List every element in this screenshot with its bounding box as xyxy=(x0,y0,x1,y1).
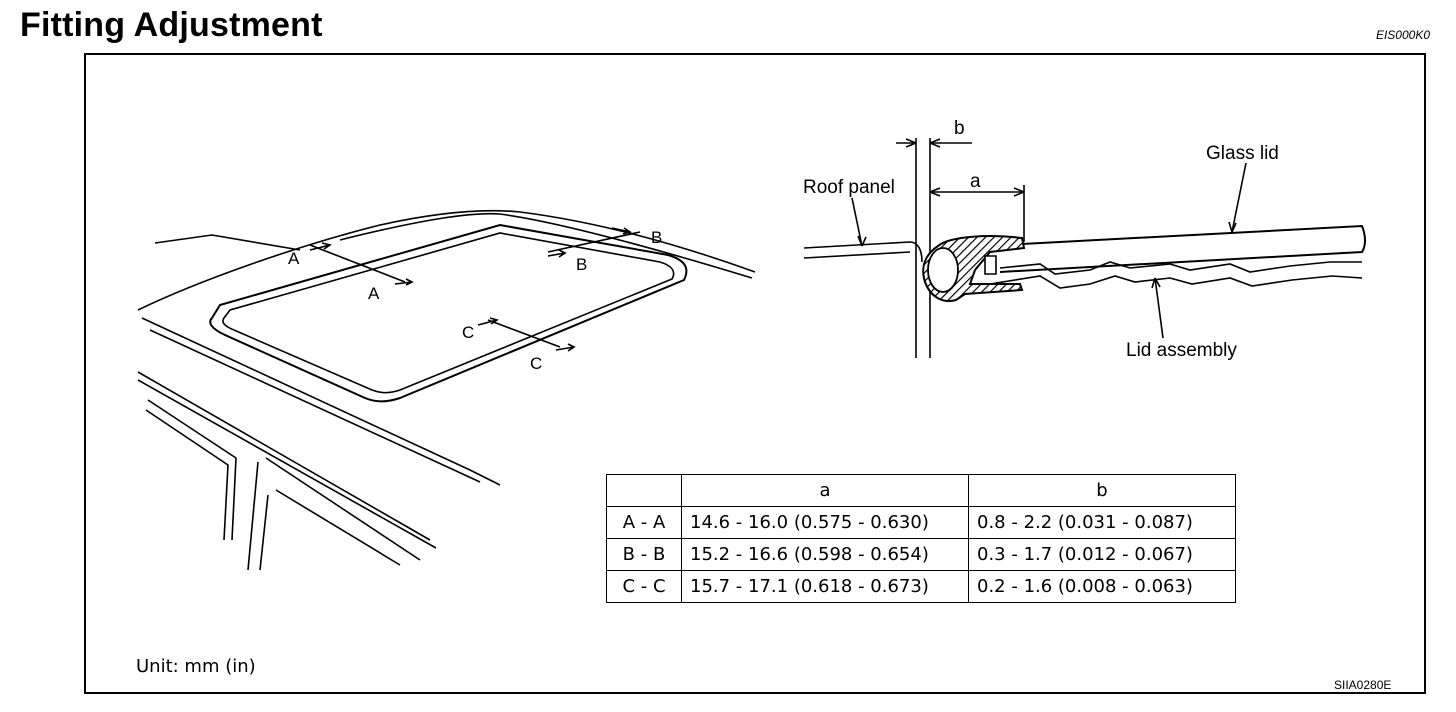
roof-perspective-drawing xyxy=(137,209,756,571)
dimension-label-b: b xyxy=(954,118,965,139)
callout-lid-assembly: Lid assembly xyxy=(1126,340,1237,361)
table-header-a: a xyxy=(681,474,969,507)
seal-channel xyxy=(984,255,997,275)
section-label-a-upper: A xyxy=(288,249,300,268)
row-value-b: 0.8 - 2.2 (0.031 - 0.087) xyxy=(968,506,1236,539)
document-code: EIS000K0 xyxy=(1375,28,1430,42)
row-value-a: 15.2 - 16.6 (0.598 - 0.654) xyxy=(681,538,969,571)
callout-roof-panel: Roof panel xyxy=(803,177,895,198)
figure-code: SIIA0280E xyxy=(1334,678,1392,692)
table-row: A - A 14.6 - 16.0 (0.575 - 0.630) 0.8 - … xyxy=(606,506,1236,539)
row-value-b: 0.3 - 1.7 (0.012 - 0.067) xyxy=(968,538,1236,571)
figure-frame xyxy=(84,53,1426,694)
section-label-b-lower: B xyxy=(576,255,587,274)
seal-bulb xyxy=(927,247,959,293)
row-value-a: 15.7 - 17.1 (0.618 - 0.673) xyxy=(681,570,969,603)
section-label-b-upper: B xyxy=(651,228,662,247)
table-header-row: a b xyxy=(606,474,1236,507)
section-label-a-lower: A xyxy=(368,284,380,303)
clearance-spec-table: a b A - A 14.6 - 16.0 (0.575 - 0.630) 0.… xyxy=(606,474,1236,603)
row-value-b: 0.2 - 1.6 (0.008 - 0.063) xyxy=(968,570,1236,603)
row-section: A - A xyxy=(606,506,682,539)
row-section: C - C xyxy=(606,570,682,603)
cross-section-detail xyxy=(803,138,1366,358)
section-label-c-upper: C xyxy=(462,323,474,342)
callout-glass-lid: Glass lid xyxy=(1206,143,1279,164)
table-row: B - B 15.2 - 16.6 (0.598 - 0.654) 0.3 - … xyxy=(606,538,1236,571)
section-label-c-lower: C xyxy=(530,354,542,373)
table-header-section xyxy=(606,474,682,507)
dimension-label-a: a xyxy=(970,171,981,192)
row-value-a: 14.6 - 16.0 (0.575 - 0.630) xyxy=(681,506,969,539)
row-section: B - B xyxy=(606,538,682,571)
page-title: Fitting Adjustment xyxy=(20,6,323,44)
table-row: C - C 15.7 - 17.1 (0.618 - 0.673) 0.2 - … xyxy=(606,570,1236,603)
unit-note: Unit: mm (in) xyxy=(136,656,256,677)
table-header-b: b xyxy=(968,474,1236,507)
